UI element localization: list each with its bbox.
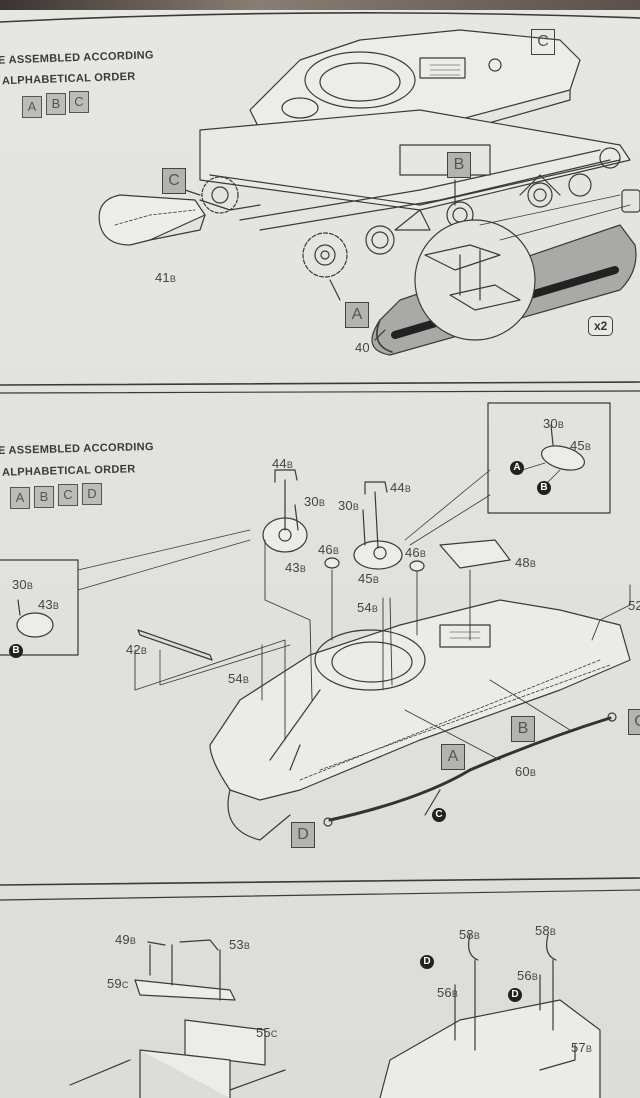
part-label-30c: 30B — [543, 416, 565, 431]
part-label-40: 40 — [355, 340, 370, 355]
magnifier-leader-lines — [479, 194, 631, 241]
marker-b: B — [511, 716, 535, 742]
step3-right-drawing — [379, 934, 601, 1098]
callout-a: A — [510, 461, 524, 475]
part-label-56a: 56B — [437, 985, 459, 1000]
part-label-58b: 58B — [535, 923, 557, 938]
part-label-54b: 54B — [357, 600, 379, 615]
callout-c: C — [432, 808, 446, 822]
part-label-46a: 46B — [318, 542, 340, 557]
marker-b: B — [447, 152, 471, 178]
part-label-49: 49B — [115, 932, 137, 947]
marker-c: C — [628, 709, 640, 735]
leader-a — [329, 279, 341, 301]
marker-d: D — [291, 822, 315, 848]
part-label-60: 60B — [515, 764, 537, 779]
section-divider-2b — [0, 889, 640, 901]
part-label-58a: 58B — [459, 927, 481, 942]
quantity-badge: x2 — [588, 316, 614, 336]
part-label-45b: 45B — [570, 438, 592, 453]
order-letter-d: D — [82, 483, 102, 505]
order-letter-c: C — [69, 91, 89, 113]
part-label-43a: 43B — [285, 560, 307, 575]
part-label-48: 48B — [515, 555, 537, 570]
order-letter-a: A — [10, 487, 30, 509]
part-label-55: 55C — [256, 1025, 278, 1040]
marker-c: C — [162, 168, 186, 194]
tow-cable-60 — [328, 716, 612, 822]
order-letter-b: B — [46, 93, 66, 115]
section-divider-1b — [0, 390, 640, 394]
order-letter-c: C — [58, 484, 78, 506]
callout-d-b: D — [508, 988, 522, 1002]
part-41-drawing — [98, 194, 206, 246]
part-label-30b: 30B — [338, 498, 360, 513]
part-42-drawing — [137, 629, 213, 661]
offscreen-detail-box — [621, 189, 640, 213]
section-divider-2 — [0, 877, 640, 886]
callout-b: B — [537, 481, 551, 495]
part-label-30d: 30B — [12, 577, 34, 592]
lower-hull-drawing — [199, 109, 631, 255]
part-label-42: 42B — [126, 642, 148, 657]
detail-magnifier — [414, 219, 536, 341]
part-label-41: 41B — [155, 270, 177, 285]
part-label-43b: 43B — [38, 597, 60, 612]
marker-a: A — [345, 302, 369, 328]
sprocket-c-drawing — [199, 176, 261, 214]
part-48-drawing — [439, 539, 511, 569]
part-label-44a: 44B — [272, 456, 294, 471]
page-border-top — [0, 12, 640, 23]
part-44-b — [364, 481, 388, 495]
part-label-59: 59C — [107, 976, 129, 991]
photo-background-edge — [0, 0, 640, 10]
sprocket-a-drawing — [302, 232, 348, 278]
step3-left-drawing — [69, 939, 286, 1098]
top-right-detail-box — [487, 402, 611, 514]
part-46-a — [324, 557, 340, 569]
part-label-54a: 54B — [228, 671, 250, 686]
section-divider-1 — [0, 381, 640, 386]
part-label-52: 52 — [628, 598, 640, 613]
track-joint-detail — [424, 244, 521, 311]
part-label-57: 57B — [571, 1040, 593, 1055]
callout-b-left: B — [9, 644, 23, 658]
leader-c — [184, 189, 201, 196]
left-detail-box — [0, 559, 79, 656]
part-label-45a: 45B — [358, 571, 380, 586]
order-letter-b: B — [34, 486, 54, 508]
leader-40 — [374, 329, 386, 341]
part-label-46b: 46B — [405, 545, 427, 560]
part-label-30a: 30B — [304, 494, 326, 509]
part-44-a — [274, 469, 298, 483]
marker-c-top: C — [531, 29, 555, 55]
order-letter-a: A — [22, 96, 42, 118]
part-46-b — [409, 560, 425, 572]
part-label-53: 53B — [229, 937, 251, 952]
callout-d-a: D — [420, 955, 434, 969]
part-label-56b: 56B — [517, 968, 539, 983]
part-label-44b: 44B — [390, 480, 412, 495]
hull-step2-drawing — [209, 599, 631, 841]
marker-a: A — [441, 744, 465, 770]
